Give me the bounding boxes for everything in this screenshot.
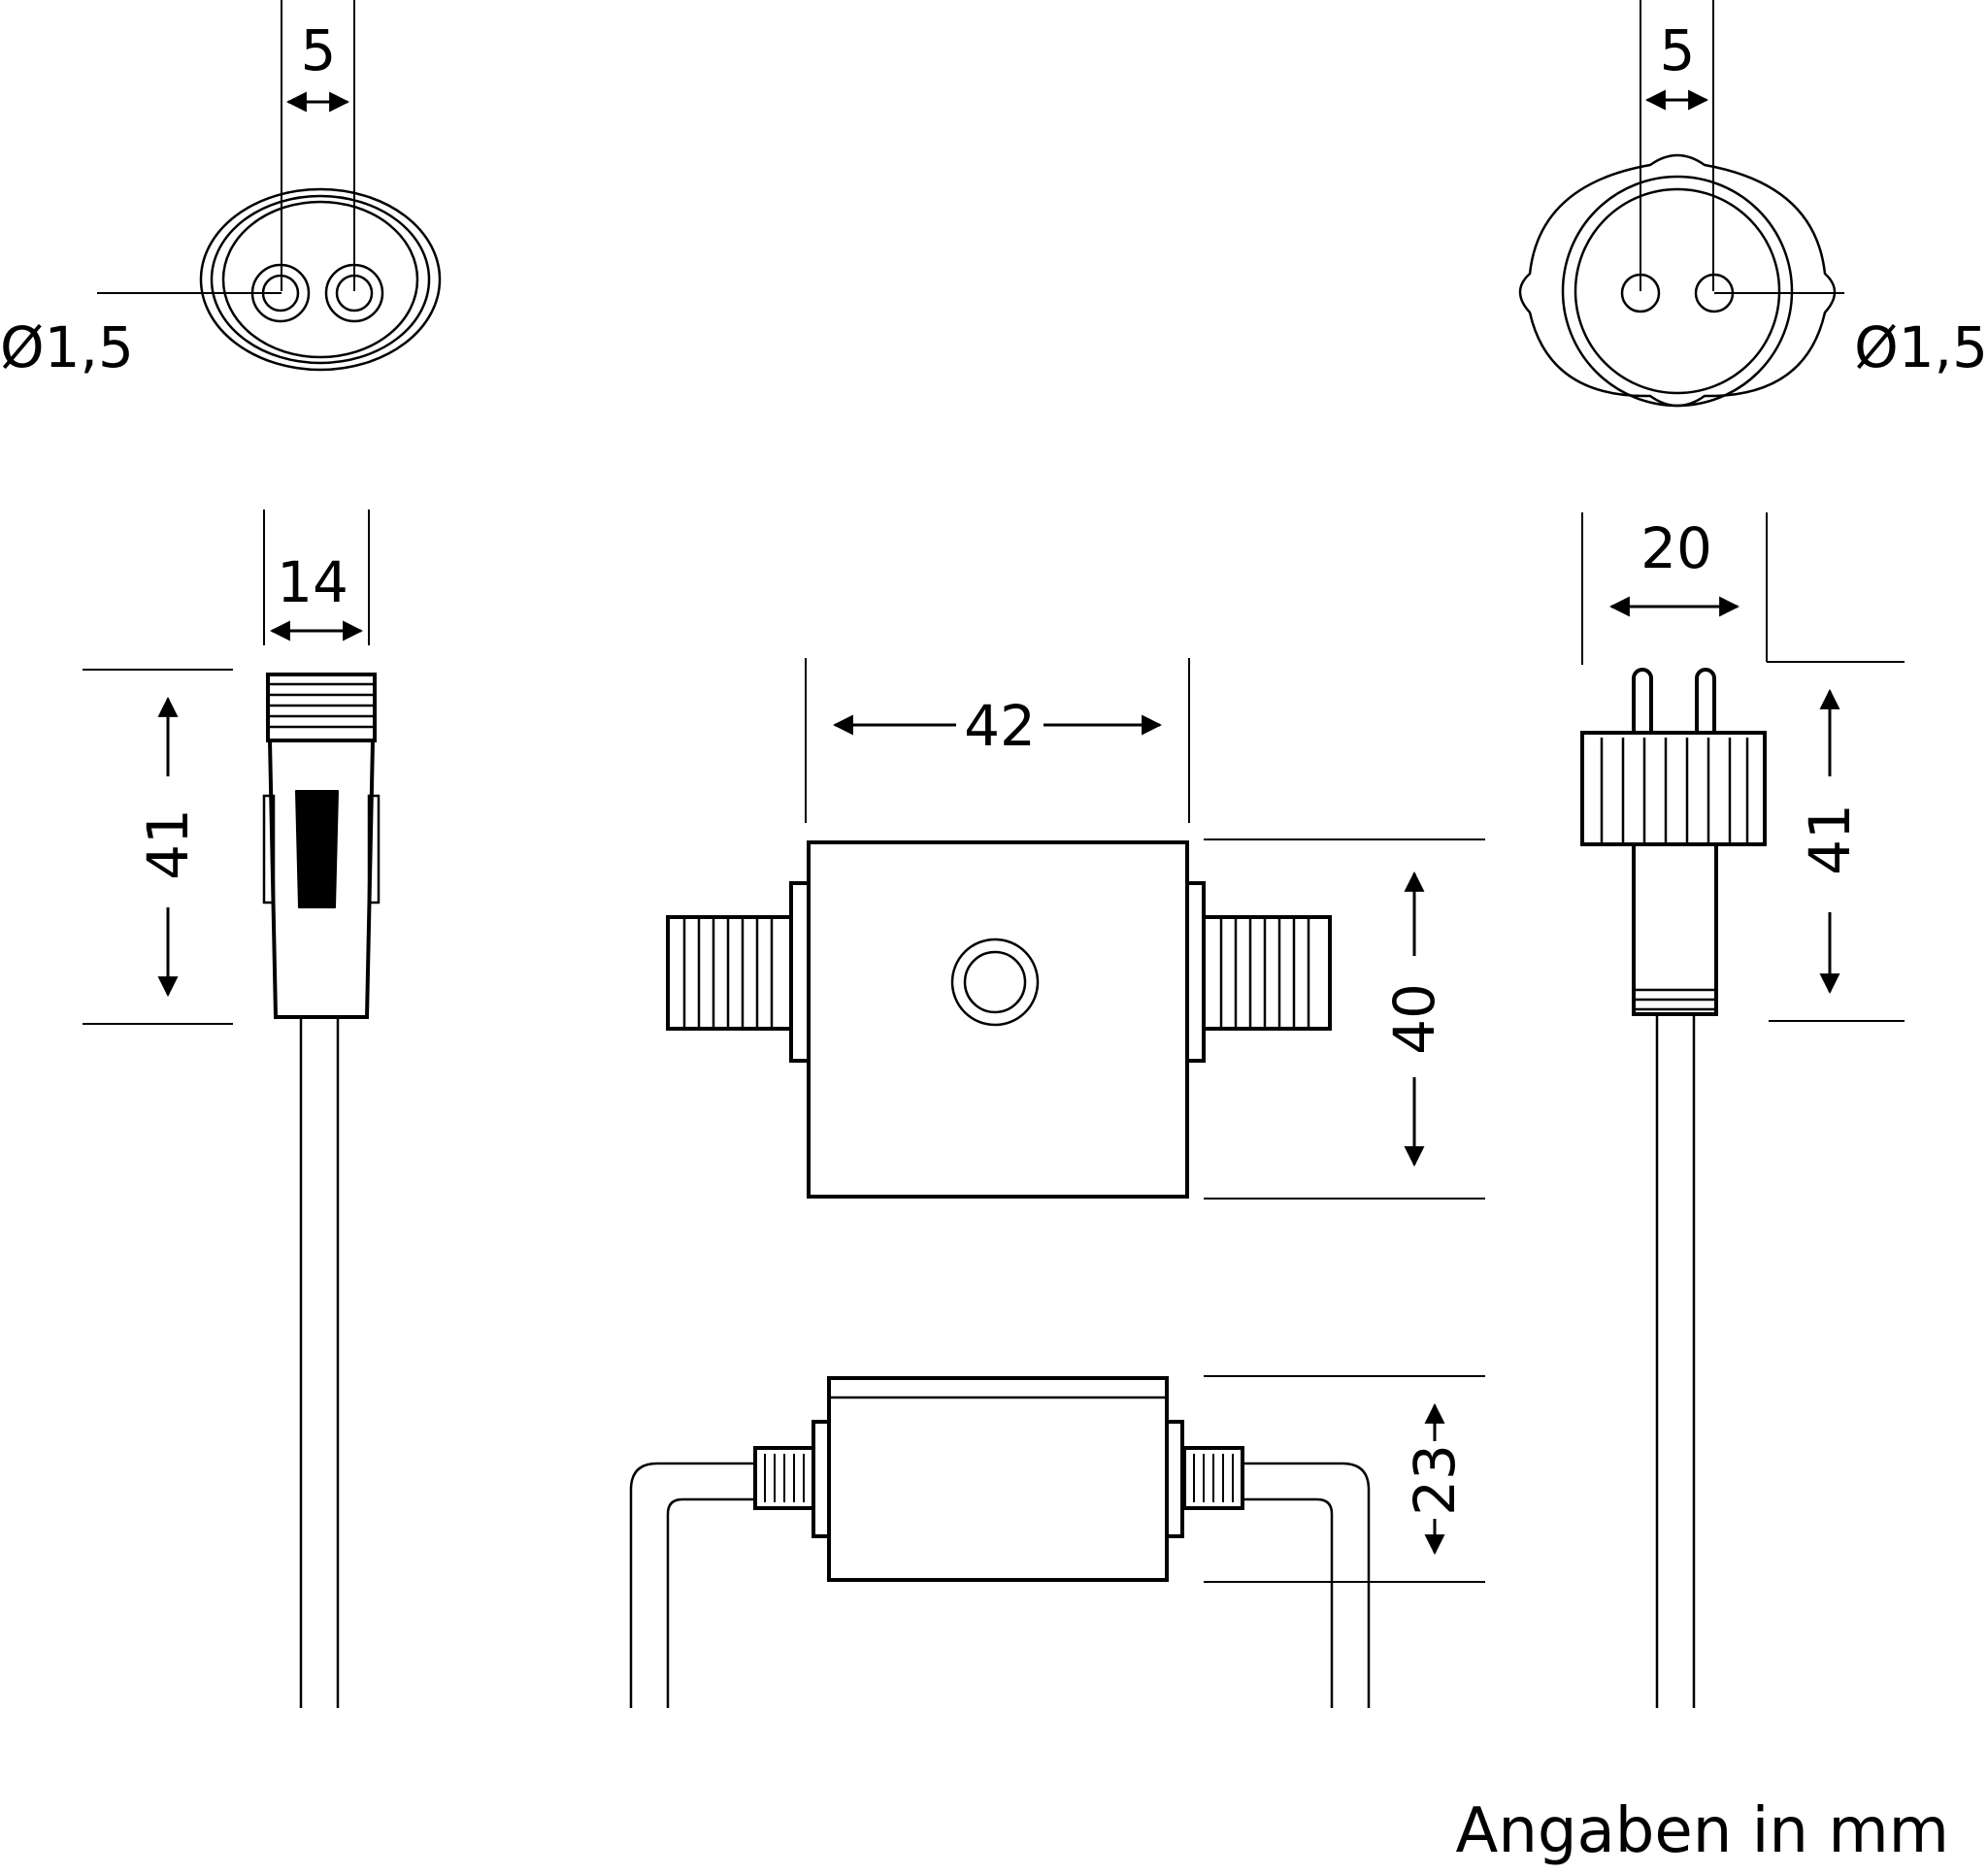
connector-length-left-label: 41: [135, 808, 201, 880]
box-width-label: 42: [964, 693, 1036, 759]
box-depth-label: 23: [1402, 1444, 1468, 1516]
pin-spacing-right-label: 5: [1660, 17, 1696, 83]
plug-front-view: 5 Ø1,5: [1518, 0, 1988, 408]
box-top-view: 42 40: [666, 658, 1485, 1200]
socket-front-view: 5 Ø1,5: [0, 0, 442, 380]
box-height-label: 40: [1381, 983, 1447, 1055]
units-note: Angaben in mm: [1456, 1795, 1949, 1867]
pin-spacing-left-label: 5: [301, 17, 337, 83]
pin-diameter-right-label: Ø1,5: [1854, 314, 1988, 380]
socket-side-view: 14 41: [83, 510, 381, 1708]
plug-width-right-label: 20: [1640, 515, 1712, 581]
pin-diameter-left-label: Ø1,5: [0, 314, 134, 380]
connector-width-left-label: 14: [277, 549, 348, 615]
plug-length-right-label: 41: [1797, 804, 1863, 875]
box-side-view: 23: [629, 1375, 1485, 1708]
plug-side-view: 20 41: [1580, 512, 1905, 1708]
